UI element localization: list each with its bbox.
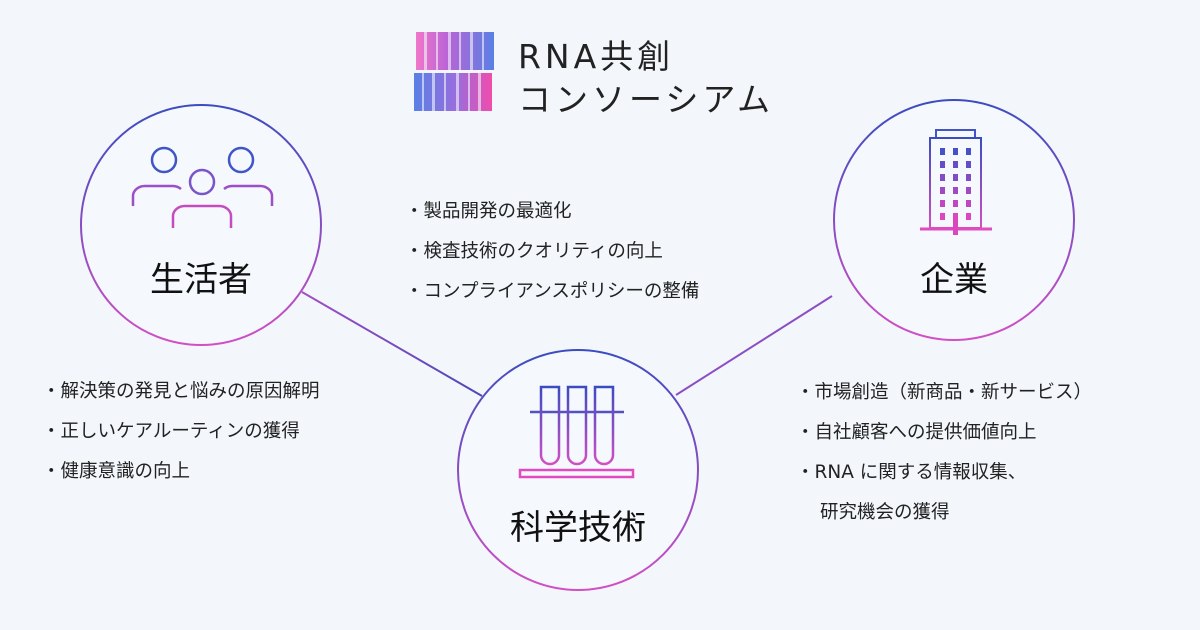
building-window bbox=[953, 200, 958, 207]
building-window bbox=[966, 200, 971, 207]
building-icon bbox=[920, 129, 992, 235]
logo-title-line1: RNA共創 bbox=[518, 37, 675, 76]
building-window bbox=[940, 200, 945, 207]
building-window bbox=[953, 174, 958, 181]
center-benefits-list: ・製品開発の最適化 ・検査技術のクオリティの向上 ・コンプライアンスポリシーの整… bbox=[405, 192, 699, 312]
logo-mark bbox=[414, 32, 494, 111]
consumer-benefits-list: ・解決策の発見と悩みの原因解明 ・正しいケアルーティンの獲得 ・健康意識の向上 bbox=[42, 372, 320, 492]
connector-line-left bbox=[301, 291, 483, 397]
list-item: ・健康意識の向上 bbox=[42, 461, 191, 482]
list-item: ・市場創造（新商品・新サービス） bbox=[796, 382, 1093, 403]
building-window bbox=[953, 148, 958, 155]
consumer-label: 生活者 bbox=[150, 260, 252, 300]
science-label: 科学技術 bbox=[510, 508, 646, 548]
test-tubes-icon bbox=[518, 385, 635, 479]
logo-title-line2: コンソーシアム bbox=[518, 80, 775, 119]
list-item: ・コンプライアンスポリシーの整備 bbox=[405, 281, 700, 302]
building-window bbox=[940, 187, 945, 194]
list-item: ・解決策の発見と悩みの原因解明 bbox=[42, 381, 320, 402]
company-label: 企業 bbox=[920, 260, 988, 300]
building-window bbox=[940, 161, 945, 168]
list-item: ・製品開発の最適化 bbox=[405, 201, 572, 222]
building-window bbox=[966, 148, 971, 155]
company-benefits-list: ・市場創造（新商品・新サービス） ・自社顧客への提供価値向上 ・RNA に関する… bbox=[796, 373, 1092, 533]
building-window bbox=[966, 161, 971, 168]
building-window bbox=[966, 213, 971, 220]
building-window bbox=[953, 161, 958, 168]
list-item: 研究機会の獲得 bbox=[820, 502, 950, 523]
building-window bbox=[940, 213, 945, 220]
list-item: ・検査技術のクオリティの向上 bbox=[405, 241, 663, 262]
list-item: ・RNA に関する情報収集、 bbox=[796, 462, 1027, 483]
building-window bbox=[966, 174, 971, 181]
consumer-circle bbox=[80, 104, 322, 346]
list-item: ・正しいケアルーティンの獲得 bbox=[42, 421, 300, 442]
connector-line-right bbox=[675, 295, 833, 396]
building-window bbox=[940, 174, 945, 181]
building-window bbox=[953, 213, 958, 235]
people-icon bbox=[131, 146, 274, 228]
building-window bbox=[953, 187, 958, 194]
building-window bbox=[966, 187, 971, 194]
building-window bbox=[940, 148, 945, 155]
list-item: ・自社顧客への提供価値向上 bbox=[796, 422, 1037, 443]
